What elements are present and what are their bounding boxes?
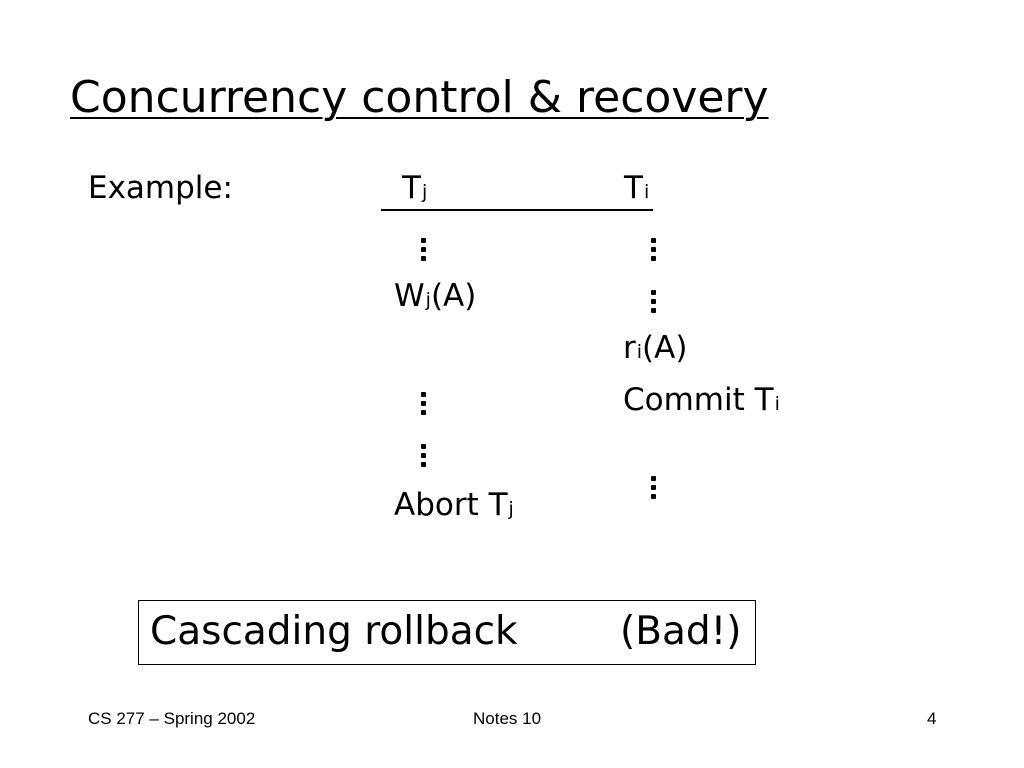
vertical-ellipsis-icon bbox=[421, 238, 427, 265]
tj-abort-op: Abort Tj bbox=[394, 486, 514, 528]
abort-op-subscript: j bbox=[508, 498, 514, 520]
footer-page-number: 4 bbox=[927, 709, 937, 728]
write-op-subscript: j bbox=[425, 289, 431, 311]
vertical-ellipsis-icon bbox=[421, 444, 427, 471]
read-op-subscript: i bbox=[636, 341, 643, 363]
example-label: Example: bbox=[88, 170, 233, 206]
commit-op-text: Commit T bbox=[623, 382, 774, 418]
ti-letter: T bbox=[624, 170, 643, 206]
tj-letter: T bbox=[402, 170, 421, 206]
callout-note: (Bad!) bbox=[620, 609, 742, 654]
header-underline bbox=[381, 209, 653, 211]
write-op-arg: (A) bbox=[430, 278, 477, 314]
vertical-ellipsis-icon bbox=[651, 476, 657, 503]
write-op-letter: W bbox=[394, 278, 425, 314]
transaction-header-ti: Ti bbox=[624, 169, 649, 211]
callout-text: Cascading rollback bbox=[150, 609, 518, 654]
ti-subscript: i bbox=[643, 181, 650, 203]
vertical-ellipsis-icon bbox=[421, 392, 427, 419]
callout-box bbox=[138, 600, 756, 665]
commit-op-subscript: i bbox=[774, 393, 780, 415]
transaction-header-tj: Tj bbox=[402, 169, 427, 211]
read-op-arg: (A) bbox=[642, 330, 688, 366]
ti-commit-op: Commit Ti bbox=[623, 381, 780, 423]
tj-subscript: j bbox=[421, 181, 428, 203]
vertical-ellipsis-icon bbox=[651, 238, 657, 265]
footer-notes: Notes 10 bbox=[473, 709, 542, 728]
abort-op-text: Abort T bbox=[394, 487, 508, 523]
footer-course: CS 277 – Spring 2002 bbox=[88, 709, 256, 728]
vertical-ellipsis-icon bbox=[651, 290, 657, 317]
tj-write-op: Wj(A) bbox=[394, 277, 476, 319]
ti-read-op: ri(A) bbox=[623, 329, 687, 371]
read-op-letter: r bbox=[623, 330, 636, 366]
slide-title: Concurrency control & recovery bbox=[70, 72, 769, 123]
